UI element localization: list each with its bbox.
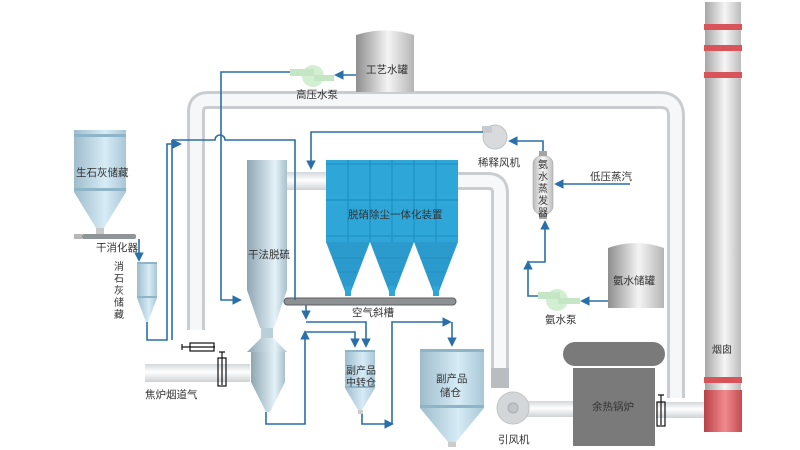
induced-draft-fan-label: 引风机 <box>498 433 530 446</box>
evaporator-char-3: 蒸 <box>538 183 548 195</box>
induced-draft-fan[interactable]: 引风机 <box>496 391 530 446</box>
air-slide-label: 空气斜槽 <box>352 306 394 319</box>
dry-slaker-label: 干消化器 <box>96 241 138 254</box>
slaked-lime-char-3: 灰 <box>114 284 124 297</box>
integrated-unit-label: 脱硝除尘一体化装置 <box>348 208 443 221</box>
byproduct-transfer-bin[interactable]: 副产品 中转仓 <box>345 350 376 414</box>
evaporator-char-2: 水 <box>538 171 548 183</box>
transfer-bin-label-1: 副产品 <box>346 364 376 377</box>
high-pressure-pump[interactable]: 高压水泵 <box>290 65 338 101</box>
damper-boiler-outlet[interactable] <box>656 394 666 427</box>
ammonia-pump-label: 氨水泵 <box>545 313 577 326</box>
evaporator-char-4: 发 <box>538 194 548 207</box>
slaked-lime-char-5: 藏 <box>114 309 124 321</box>
transfer-bin-label-2: 中转仓 <box>346 376 376 389</box>
dry-slaker[interactable]: 干消化器 <box>74 234 138 254</box>
damper-vertical[interactable] <box>181 342 215 352</box>
evaporator-char-1: 氨 <box>538 158 548 171</box>
dilution-fan-label: 稀释风机 <box>478 156 520 169</box>
ammonia-pump[interactable]: 氨水泵 <box>538 289 580 326</box>
quicklime-storage-label: 生石灰储藏 <box>76 166 129 179</box>
waste-heat-boiler[interactable]: 余热锅炉 <box>563 342 665 446</box>
storage-bin-label-1: 副产品 <box>436 372 468 385</box>
waste-heat-boiler-label: 余热锅炉 <box>592 400 634 413</box>
chimney[interactable]: 烟囱 <box>704 2 742 432</box>
slaked-lime-char-1: 消 <box>114 260 124 273</box>
evaporator-char-5: 器 <box>538 207 548 219</box>
dry-desulfurization-tower[interactable]: 干法脱硫 <box>247 160 290 412</box>
coke-oven-flue-gas-label: 焦炉烟道气 <box>145 388 198 401</box>
dilution-fan[interactable]: 稀释风机 <box>478 124 520 169</box>
dry-desulfurization-label: 干法脱硫 <box>248 248 290 261</box>
damper-horizontal[interactable] <box>217 351 227 387</box>
slaked-lime-char-2: 石 <box>114 274 124 285</box>
byproduct-storage-bin[interactable]: 副产品 储仓 <box>420 349 484 447</box>
air-slide[interactable]: 空气斜槽 <box>283 297 457 319</box>
high-pressure-pump-label: 高压水泵 <box>296 88 338 101</box>
ammonia-tank-label: 氨水储罐 <box>613 274 655 287</box>
process-water-tank-label: 工艺水罐 <box>366 63 408 76</box>
process-water-tank[interactable]: 工艺水罐 <box>356 30 414 93</box>
denitration-dust-removal-unit[interactable]: 脱硝除尘一体化装置 <box>326 160 458 296</box>
storage-bin-label-2: 储仓 <box>440 386 461 399</box>
chimney-label: 烟囱 <box>712 343 732 356</box>
quicklime-storage[interactable]: 生石灰储藏 <box>74 130 129 234</box>
low-pressure-steam-label: 低压蒸汽 <box>590 170 632 183</box>
slaked-lime-storage[interactable]: 消 石 灰 储 藏 <box>114 260 157 322</box>
material-flow-lines <box>134 70 630 429</box>
ammonia-tank[interactable]: 氨水储罐 <box>608 243 664 308</box>
flue-gas-pipes <box>145 91 706 418</box>
ammonia-evaporator[interactable]: 氨 水 蒸 发 器 <box>532 151 554 219</box>
slaked-lime-char-4: 储 <box>114 296 124 309</box>
